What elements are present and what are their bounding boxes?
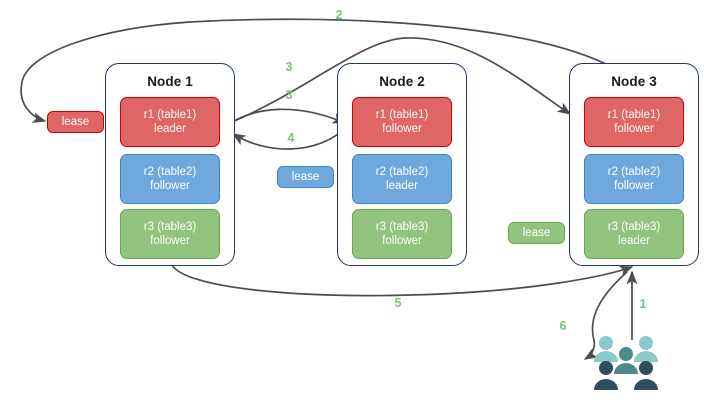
replica-role: follower	[150, 235, 190, 247]
lease-chip-red[interactable]: lease	[47, 111, 104, 133]
replica-name: r3 (table3)	[143, 221, 197, 233]
replica-node-3-r1[interactable]: r1 (table1) follower	[584, 97, 684, 147]
replica-role: leader	[154, 123, 186, 135]
node-box-node-2[interactable]: Node 2 r1 (table1) follower r2 (table2) …	[337, 63, 467, 266]
edge-label-4: 4	[287, 131, 295, 145]
replica-role: leader	[618, 235, 650, 247]
node-box-node-1[interactable]: Node 1 r1 (table1) leader r2 (table2) fo…	[105, 63, 235, 266]
node-box-node-3[interactable]: Node 3 r1 (table1) follower r2 (table2) …	[569, 63, 699, 266]
edge-label-3a: 3	[285, 60, 293, 74]
replica-node-3-r3[interactable]: r3 (table3) leader	[584, 209, 684, 259]
edge-label-6: 6	[559, 319, 567, 333]
replica-node-1-r3[interactable]: r3 (table3) follower	[120, 209, 220, 259]
replica-node-2-r3[interactable]: r3 (table3) follower	[352, 209, 452, 259]
lease-label: lease	[291, 171, 320, 183]
replica-name: r2 (table2)	[375, 166, 429, 178]
node-title: Node 2	[379, 74, 425, 89]
node-title: Node 3	[611, 74, 657, 89]
replica-name: r1 (table1)	[375, 109, 429, 121]
edge-label-3b: 3	[285, 88, 293, 102]
node-title: Node 1	[147, 74, 193, 89]
lease-label: lease	[522, 227, 551, 239]
replica-name: r2 (table2)	[143, 166, 197, 178]
replica-node-1-r1[interactable]: r1 (table1) leader	[120, 97, 220, 147]
replica-name: r3 (table3)	[607, 221, 661, 233]
replica-role: leader	[386, 180, 418, 192]
edge-5-path	[171, 264, 634, 297]
replica-name: r1 (table1)	[143, 109, 197, 121]
edge-label-5: 5	[394, 296, 402, 310]
replica-role: follower	[614, 123, 654, 135]
replica-name: r1 (table1)	[607, 109, 661, 121]
users-icon	[594, 336, 658, 390]
edge-3b-path	[222, 108, 347, 129]
edge-label-2: 2	[335, 8, 343, 22]
replica-role: follower	[614, 180, 654, 192]
replica-name: r3 (table3)	[375, 221, 429, 233]
replica-node-3-r2[interactable]: r2 (table2) follower	[584, 154, 684, 204]
replica-node-2-r2[interactable]: r2 (table2) leader	[352, 154, 452, 204]
lease-label: lease	[61, 116, 90, 128]
replica-role: follower	[382, 235, 422, 247]
lease-chip-blue[interactable]: lease	[277, 166, 334, 188]
replica-role: follower	[382, 123, 422, 135]
replica-node-2-r1[interactable]: r1 (table1) follower	[352, 97, 452, 147]
replica-name: r2 (table2)	[607, 166, 661, 178]
edge-label-1: 1	[639, 297, 647, 311]
replica-node-1-r2[interactable]: r2 (table2) follower	[120, 154, 220, 204]
replica-role: follower	[150, 180, 190, 192]
lease-chip-green[interactable]: lease	[508, 222, 565, 244]
